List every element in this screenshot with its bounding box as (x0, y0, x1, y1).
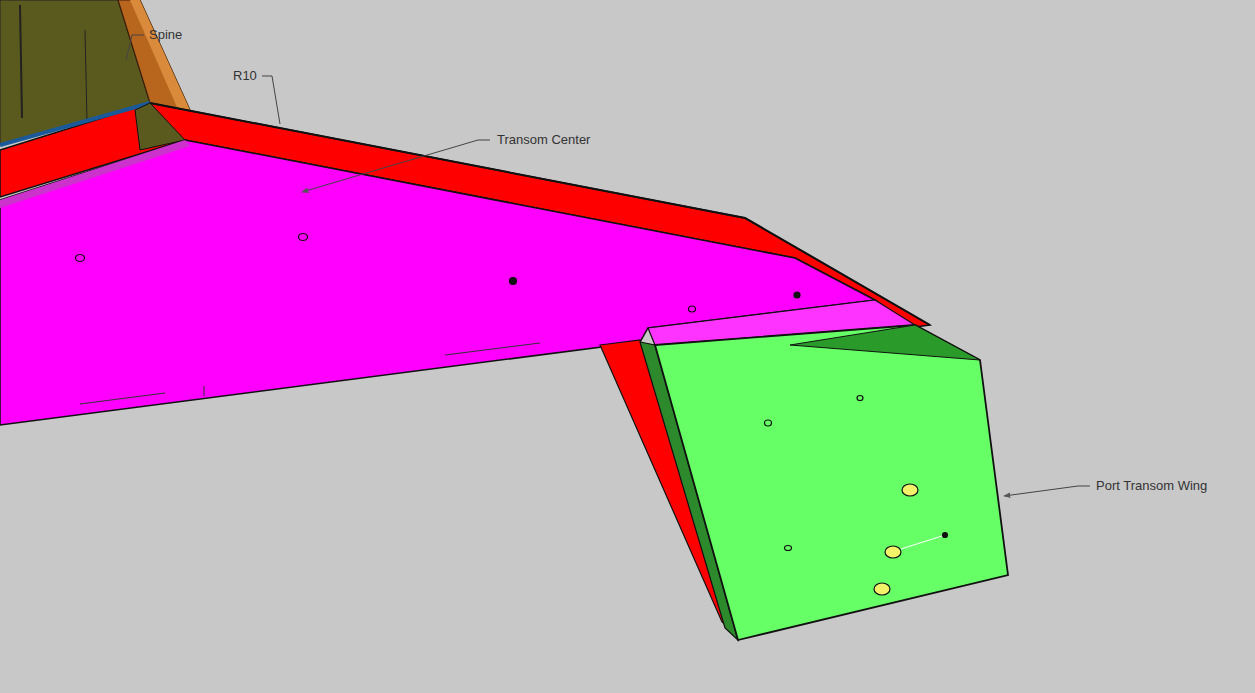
leader-line (262, 76, 280, 124)
hole (689, 306, 696, 312)
panel-bevel (0, 140, 190, 208)
hole (943, 533, 948, 538)
panel-mark (204, 386, 205, 396)
hole (885, 546, 901, 558)
leader-line (126, 35, 144, 60)
port-transom-wing (655, 325, 1008, 640)
hole (299, 234, 308, 241)
hole (902, 484, 918, 496)
frame-top-edge (0, 103, 150, 145)
wing-bevel (790, 325, 980, 360)
hole-mark (901, 536, 942, 549)
part-label: Transom Center (497, 132, 590, 148)
frame-edge (85, 30, 87, 122)
part-label: Spine (149, 27, 182, 43)
hole (76, 255, 85, 262)
part-label: Port Transom Wing (1096, 478, 1207, 494)
hole (874, 583, 890, 595)
hole (765, 420, 772, 426)
hole (857, 396, 863, 401)
frame-edge (20, 5, 22, 118)
panel-mark (80, 393, 165, 404)
leader-line (1004, 486, 1090, 496)
panel-mark (445, 343, 540, 355)
spine-highlight (130, 0, 190, 114)
spine-part (118, 0, 190, 118)
hole-group (76, 234, 948, 596)
part-label: R10 (233, 68, 257, 84)
hole (785, 546, 792, 551)
leader-line (302, 140, 490, 192)
hole (510, 278, 517, 285)
hole (794, 292, 800, 298)
